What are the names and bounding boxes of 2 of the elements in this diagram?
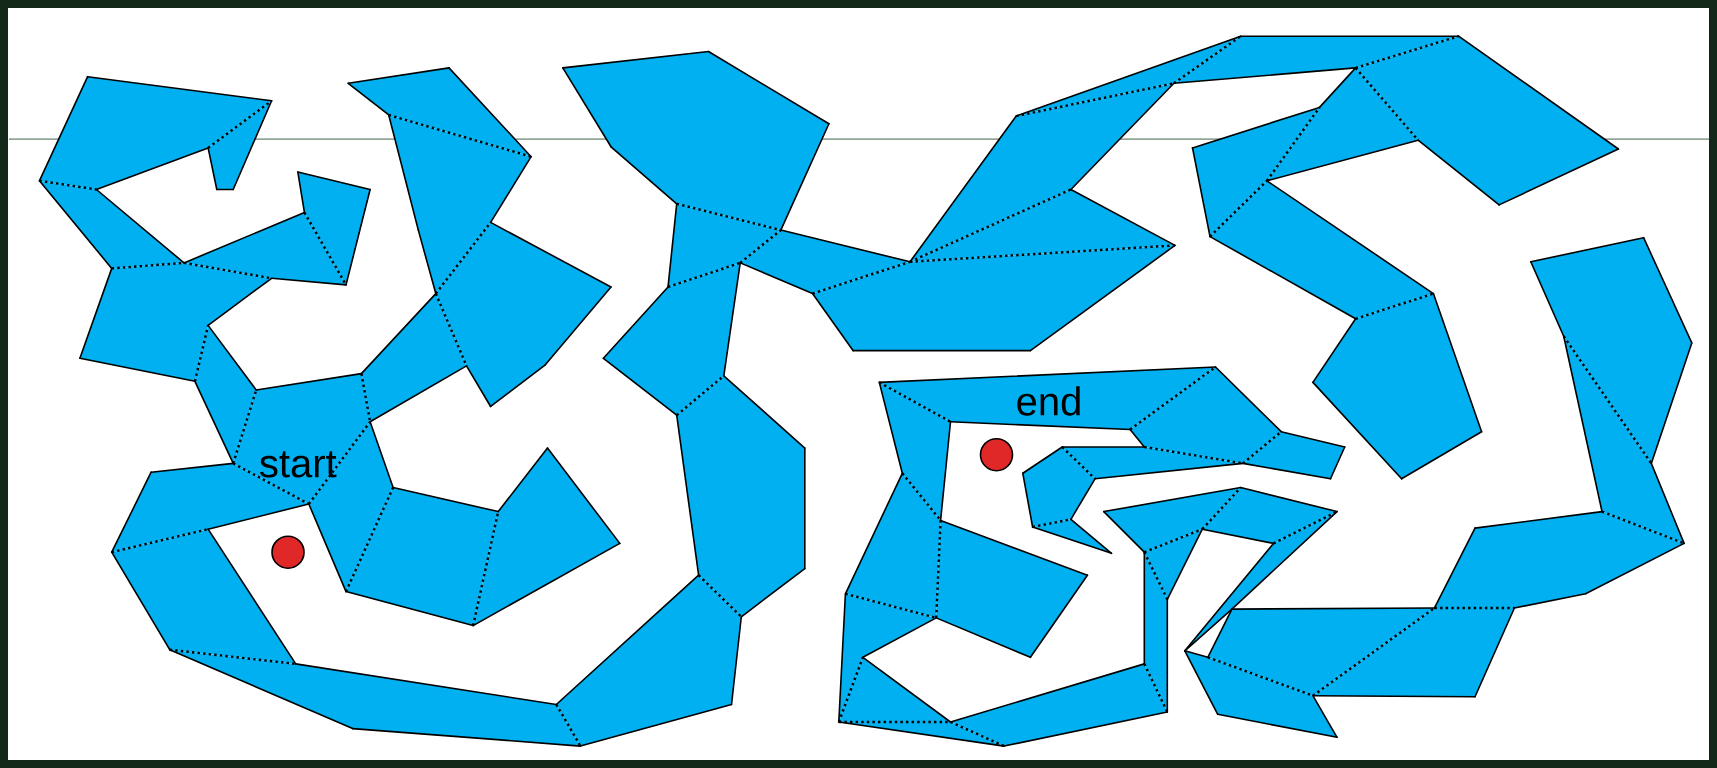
label: start [260,451,337,478]
label: end [1017,386,1080,416]
